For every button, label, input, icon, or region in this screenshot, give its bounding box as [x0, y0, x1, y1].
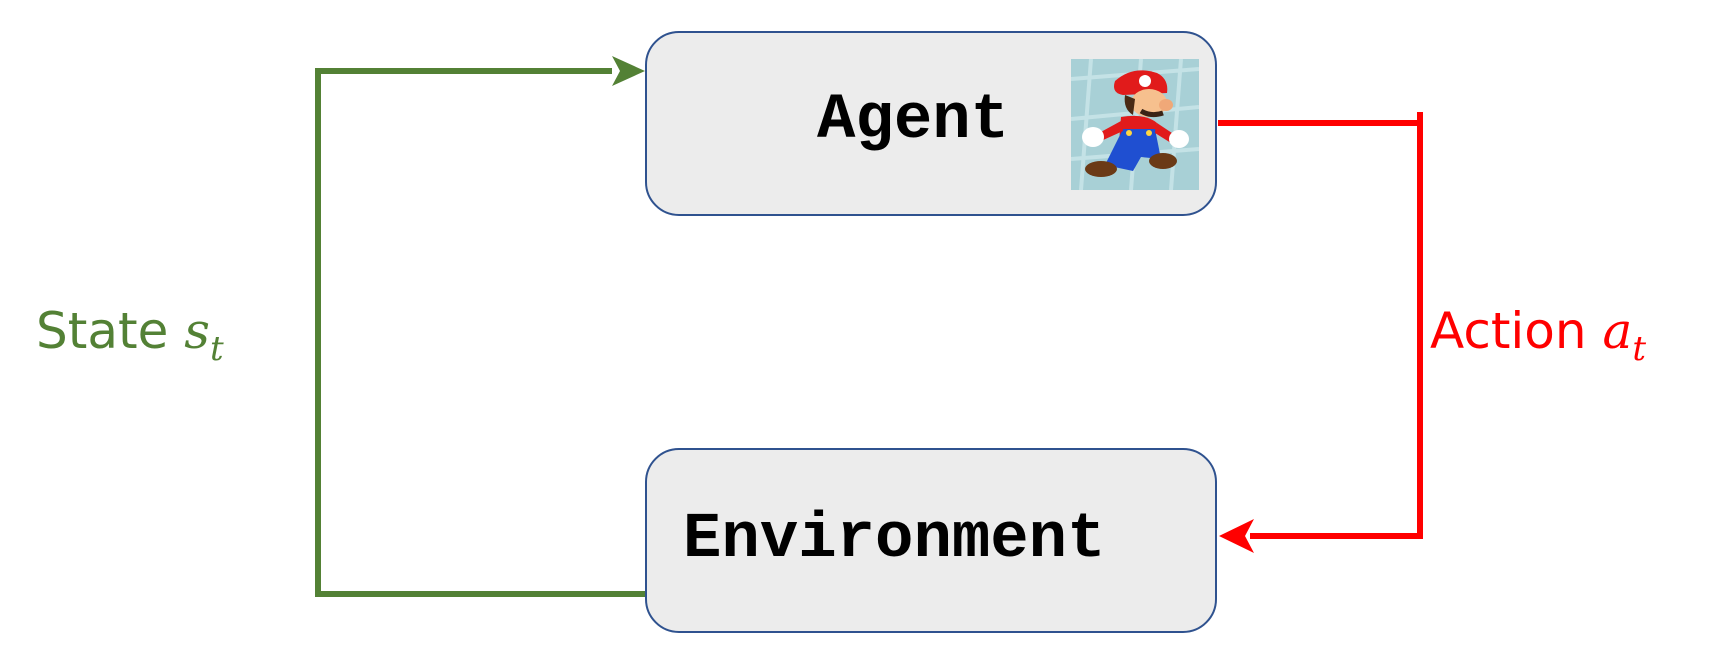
action-arrow	[1218, 120, 1423, 539]
action-arrowhead	[1219, 519, 1254, 553]
environment-box: Environment	[645, 448, 1217, 633]
state-text: State	[36, 302, 169, 360]
action-label: Action at	[1430, 306, 1646, 366]
mario-icon	[1071, 59, 1199, 190]
agent-label: Agent	[817, 85, 1010, 157]
state-arrowhead	[612, 56, 645, 86]
action-text: Action	[1430, 302, 1587, 360]
state-label: State st	[36, 306, 224, 366]
state-arrow	[315, 68, 645, 597]
environment-label: Environment	[683, 504, 1106, 576]
state-variable: s	[184, 302, 210, 360]
action-subscript: t	[1632, 329, 1646, 369]
state-subscript: t	[209, 329, 224, 369]
action-variable: a	[1602, 302, 1633, 360]
agent-box: Agent	[645, 31, 1217, 216]
